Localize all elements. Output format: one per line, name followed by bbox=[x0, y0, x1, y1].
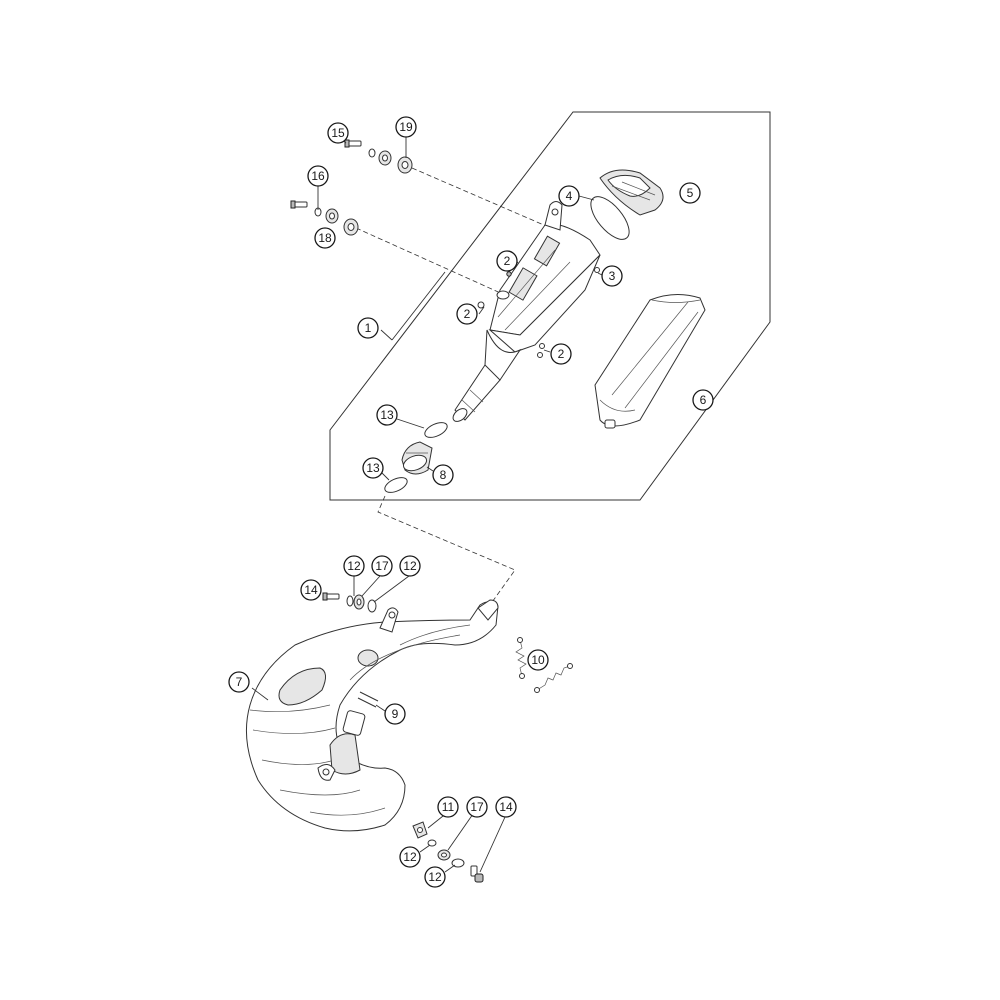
alignment-line-upper-bolt bbox=[411, 167, 561, 233]
o-ring-4 bbox=[590, 196, 630, 240]
svg-text:12: 12 bbox=[403, 559, 417, 573]
callout-19: 19 bbox=[395, 116, 417, 138]
screw-2-left bbox=[477, 301, 485, 309]
spacer-18 bbox=[343, 218, 359, 236]
svg-text:13: 13 bbox=[366, 461, 380, 475]
callout-16: 16 bbox=[307, 165, 329, 187]
muffler-body bbox=[452, 201, 601, 422]
callout-6: 6 bbox=[692, 389, 714, 411]
muffler-assembly-frame bbox=[329, 111, 771, 501]
svg-text:14: 14 bbox=[304, 583, 318, 597]
svg-text:16: 16 bbox=[311, 169, 325, 183]
washer-12-b bbox=[367, 599, 377, 613]
callout-17-upper: 17 bbox=[371, 555, 393, 577]
callout-14-upper: 14 bbox=[300, 579, 322, 601]
svg-text:14: 14 bbox=[499, 800, 513, 814]
callout-5: 5 bbox=[679, 182, 701, 204]
washer-12-a bbox=[346, 595, 354, 607]
connector-sleeve-8 bbox=[401, 441, 433, 475]
screw-3 bbox=[594, 267, 600, 273]
bolt-16 bbox=[290, 200, 308, 209]
callout-2-left: 2 bbox=[456, 303, 478, 325]
rubber-17-upper bbox=[353, 594, 365, 610]
callout-12-lower-b: 12 bbox=[424, 866, 446, 888]
washer-small-upper bbox=[368, 148, 376, 158]
callout-13-upper: 13 bbox=[376, 404, 398, 426]
svg-text:7: 7 bbox=[236, 675, 243, 689]
callout-9: 9 bbox=[384, 703, 406, 725]
callout-4: 4 bbox=[558, 185, 580, 207]
callout-12-lower-a: 12 bbox=[399, 846, 421, 868]
callout-17-lower: 17 bbox=[466, 796, 488, 818]
callout-1: 1 bbox=[357, 317, 379, 339]
bolt-14-upper bbox=[322, 592, 340, 601]
callout-12-upper-a: 12 bbox=[343, 555, 365, 577]
washer-12-c bbox=[427, 839, 437, 847]
callout-2-right: 2 bbox=[550, 343, 572, 365]
svg-text:18: 18 bbox=[318, 231, 332, 245]
seal-9 bbox=[357, 691, 379, 708]
rubber-grommet-upper bbox=[378, 150, 392, 166]
callout-10: 10 bbox=[527, 649, 549, 671]
svg-text:6: 6 bbox=[700, 393, 707, 407]
spacer-19 bbox=[397, 156, 413, 174]
spring-10-a bbox=[515, 637, 527, 679]
svg-text:9: 9 bbox=[392, 707, 399, 721]
svg-text:1: 1 bbox=[365, 321, 372, 335]
svg-text:8: 8 bbox=[440, 468, 447, 482]
callout-3: 3 bbox=[601, 265, 623, 287]
bolt-15 bbox=[344, 139, 362, 148]
callout-2-upper: 2 bbox=[496, 250, 518, 272]
svg-text:2: 2 bbox=[558, 347, 565, 361]
callout-7: 7 bbox=[228, 671, 250, 693]
svg-text:12: 12 bbox=[347, 559, 361, 573]
svg-text:4: 4 bbox=[566, 189, 573, 203]
alignment-line-pipe-connection bbox=[377, 495, 516, 606]
o-ring-13-lower bbox=[384, 477, 408, 493]
svg-text:13: 13 bbox=[380, 408, 394, 422]
callout-15: 15 bbox=[327, 122, 349, 144]
svg-text:15: 15 bbox=[331, 126, 345, 140]
bolt-14-lower bbox=[470, 865, 484, 883]
callout-12-upper-b: 12 bbox=[399, 555, 421, 577]
svg-text:2: 2 bbox=[504, 254, 511, 268]
callout-18: 18 bbox=[314, 227, 336, 249]
svg-text:19: 19 bbox=[399, 120, 413, 134]
svg-text:3: 3 bbox=[609, 269, 616, 283]
callout-14-lower: 14 bbox=[495, 796, 517, 818]
silencer-sleeve-6 bbox=[594, 294, 706, 429]
screw-2-right-b bbox=[537, 352, 543, 358]
svg-text:2: 2 bbox=[464, 307, 471, 321]
leader-lines bbox=[251, 135, 605, 873]
svg-text:17: 17 bbox=[375, 559, 389, 573]
svg-text:12: 12 bbox=[403, 850, 417, 864]
svg-text:12: 12 bbox=[428, 870, 442, 884]
end-cap-5 bbox=[599, 169, 664, 216]
callout-11: 11 bbox=[437, 796, 459, 818]
svg-text:17: 17 bbox=[470, 800, 484, 814]
expansion-chamber-7 bbox=[245, 599, 499, 832]
screw-2-right-a bbox=[539, 343, 545, 349]
svg-text:10: 10 bbox=[531, 653, 545, 667]
alignment-line-lower-bolt bbox=[355, 227, 506, 296]
rubber-grommet-lower bbox=[325, 208, 339, 224]
screw-2-upper bbox=[506, 271, 512, 277]
callout-8: 8 bbox=[432, 464, 454, 486]
svg-text:5: 5 bbox=[687, 186, 694, 200]
callout-13-lower: 13 bbox=[362, 457, 384, 479]
rubber-17-lower bbox=[437, 849, 451, 861]
o-ring-13-upper bbox=[424, 422, 448, 438]
nut-11 bbox=[412, 821, 428, 839]
svg-text:11: 11 bbox=[442, 800, 455, 814]
spring-10-b bbox=[534, 663, 573, 693]
